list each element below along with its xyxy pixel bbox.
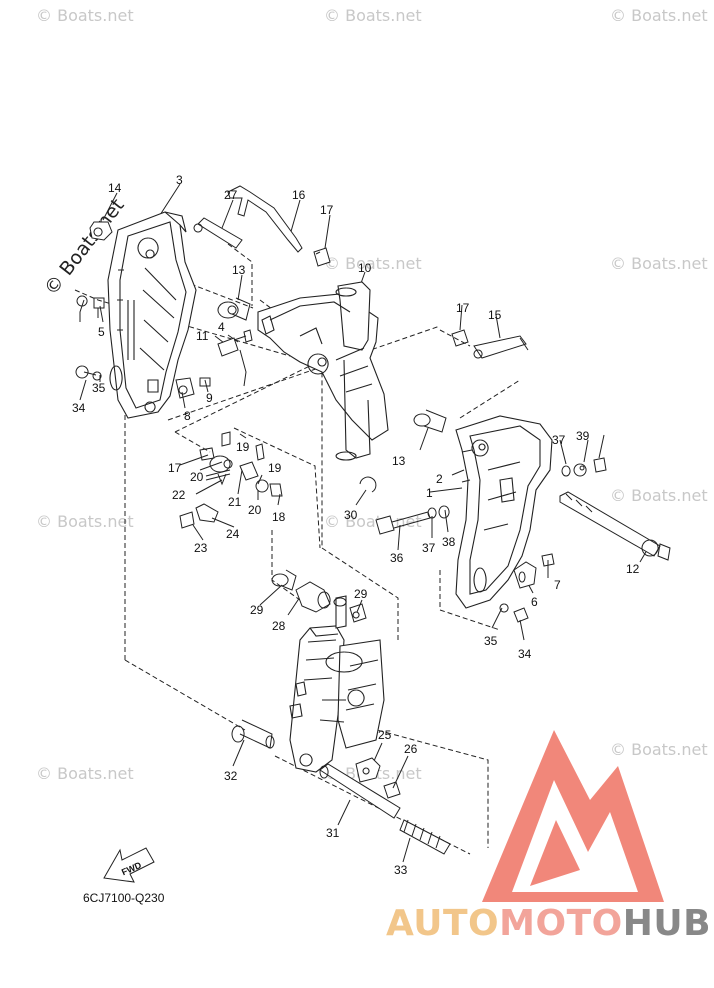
diagram-code: 6CJ7100-Q230 [83,891,165,905]
callout: 35 [484,634,498,648]
callout: 34 [72,401,86,415]
callout: 24 [226,527,240,541]
callout: 6 [531,595,538,609]
collars-28-29 [271,569,367,623]
plate-15 [451,329,529,359]
callout: 8 [184,409,191,423]
callout: 39 [576,429,590,443]
bushing-13-lower [413,409,447,433]
bolt-11 [217,329,253,387]
callout: 17 [320,203,334,217]
callout: 13 [232,263,246,277]
logo-mark [482,730,664,902]
callout: 25 [378,728,392,742]
callout: 1 [426,486,433,500]
callout: 37 [422,541,436,555]
watermark: © Boats.net [324,512,422,531]
callout: 22 [172,488,186,502]
callout: 18 [272,510,286,524]
center-small-parts [179,431,283,529]
swivel-bracket [257,281,389,461]
callout: 28 [272,619,286,633]
callout: 7 [554,578,561,592]
watermark: © Boats.net [36,512,134,531]
callout: 37 [552,433,566,447]
watermark: © Boats.net [610,6,708,25]
watermark: © Boats.net [324,6,422,25]
watermark: © Boats.net [610,486,708,505]
callout: 16 [292,188,306,202]
tilt-lever-16 [227,185,303,253]
watermark: © Boats.net [610,740,708,759]
callout: 23 [194,541,208,555]
power-tilt-unit [289,595,385,773]
logo-part-hub: HUB [622,903,712,944]
bushing-32 [231,719,275,749]
callout: 33 [394,863,408,877]
logo-wordmark: AUTOMOTOHUB [386,903,711,944]
callout: 19 [236,440,250,454]
callout: 20 [248,503,262,517]
watermark: © Boats.net [324,254,422,273]
callout: 20 [190,470,204,484]
callout: 29 [250,603,264,617]
callout: 35 [92,381,106,395]
callout: 31 [326,826,340,840]
callout: 3 [176,173,183,187]
watermark: © Boats.net [610,254,708,273]
watermark: © Boats.net [36,764,134,783]
clamp-bolt-12 [559,491,671,561]
callout: 19 [268,461,282,475]
logo-part-moto: MOTO [499,903,623,944]
callout: 34 [518,647,532,661]
right-washers [561,457,607,477]
bushing-13-upper [217,297,251,321]
watermark: © Boats.net [36,6,134,25]
callout: 10 [358,261,372,275]
callout: 30 [344,508,358,522]
callout: 9 [206,391,213,405]
callout: 5 [98,325,105,339]
callout: 32 [224,769,238,783]
callout: 13 [392,454,406,468]
callout: 26 [404,742,418,756]
callout: 29 [354,587,368,601]
callout: 27 [224,188,238,202]
shaft-31 [319,763,401,819]
callout: 15 [488,308,502,322]
bracket-25 [355,757,401,799]
plug-17-top [313,247,331,267]
spring-33 [399,819,451,855]
left-hardware [75,295,211,399]
left-clamp-bracket [107,211,197,419]
callout: 4 [218,320,225,334]
callout: 21 [228,495,242,509]
nut-14 [89,221,113,241]
clip-30 [359,476,377,493]
callout: 17 [168,461,182,475]
right-lower-hardware [499,603,529,623]
callout: 2 [436,472,443,486]
callout: 11 [196,329,209,343]
bolt-36 [375,505,450,535]
logo-part-auto: AUTO [386,903,500,944]
fwd-arrow [103,847,155,883]
callout-numbers: 1 2 3 4 5 6 7 8 9 10 11 12 13 13 14 15 1… [72,173,640,877]
callout: 14 [108,181,122,195]
callout: 38 [442,535,456,549]
callout: 12 [626,562,640,576]
collar-6 [513,553,555,589]
callout: 36 [390,551,404,565]
callout: 17 [456,301,470,315]
pin-27 [193,217,243,249]
right-clamp-bracket [455,415,553,609]
